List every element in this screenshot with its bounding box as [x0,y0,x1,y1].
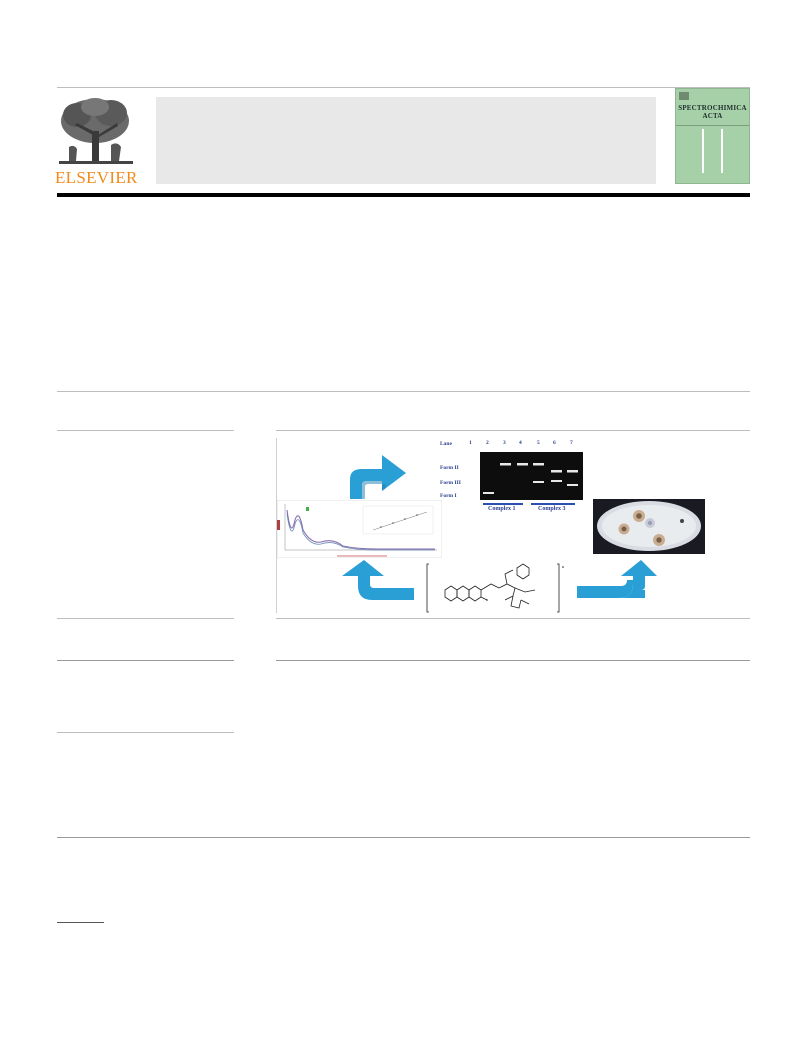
arrow-up-right-icon [577,560,657,598]
article-info-rule [57,618,234,619]
gel-group-label: Complex 1 [488,506,516,512]
petri-dish-photo [593,499,705,554]
gel-electrophoresis-image [480,452,583,500]
article-info-rule [57,430,234,431]
gel-lane-number: 6 [553,440,556,446]
group-underline [531,503,575,505]
journal-cover-title: SPECTROCHIMICA ACTA [678,104,747,120]
gel-form-label: Form III [440,480,461,486]
abstract-top-rule [276,430,750,431]
section-divider [57,837,750,838]
gel-lane-number: 4 [519,440,522,446]
elsevier-wordmark: ELSEVIER [55,168,138,187]
gel-lane-header: Lane [440,441,452,447]
gel-group-label: Complex 3 [538,506,566,512]
elsevier-logo: ELSEVIER [55,95,137,187]
section-divider [57,391,750,392]
gel-lane-number: 3 [503,440,506,446]
gel-lane-number: 2 [486,440,489,446]
footnote-rule [57,922,104,923]
header-bottom-thick-rule [57,193,750,197]
cover-stripe-left [702,129,704,173]
keywords-rule [57,732,234,733]
gel-lane-number: 1 [469,440,472,446]
graphical-abstract [276,438,751,613]
header-top-rule [57,87,750,88]
elsevier-tree-icon [59,98,133,164]
cover-crest-icon [679,92,689,100]
cover-stripe-right [721,129,723,173]
arrow-up-left-icon [342,560,414,600]
absorption-spectrum-image [277,500,442,558]
journal-masthead-banner [156,97,656,184]
cover-band [676,125,749,126]
abstract-rule [276,618,750,619]
gel-lane-number: 5 [537,440,540,446]
gel-lane-number: 7 [570,440,573,446]
keywords-rule [57,660,234,661]
gel-form-label: Form I [440,493,457,499]
chemical-structure-image [426,563,564,613]
abstract-bottom-rule [276,660,750,661]
group-underline [483,503,523,505]
gel-form-label: Form II [440,465,459,471]
arrow-up-right-icon [350,455,406,499]
journal-cover-thumbnail[interactable]: SPECTROCHIMICA ACTA [675,88,750,184]
